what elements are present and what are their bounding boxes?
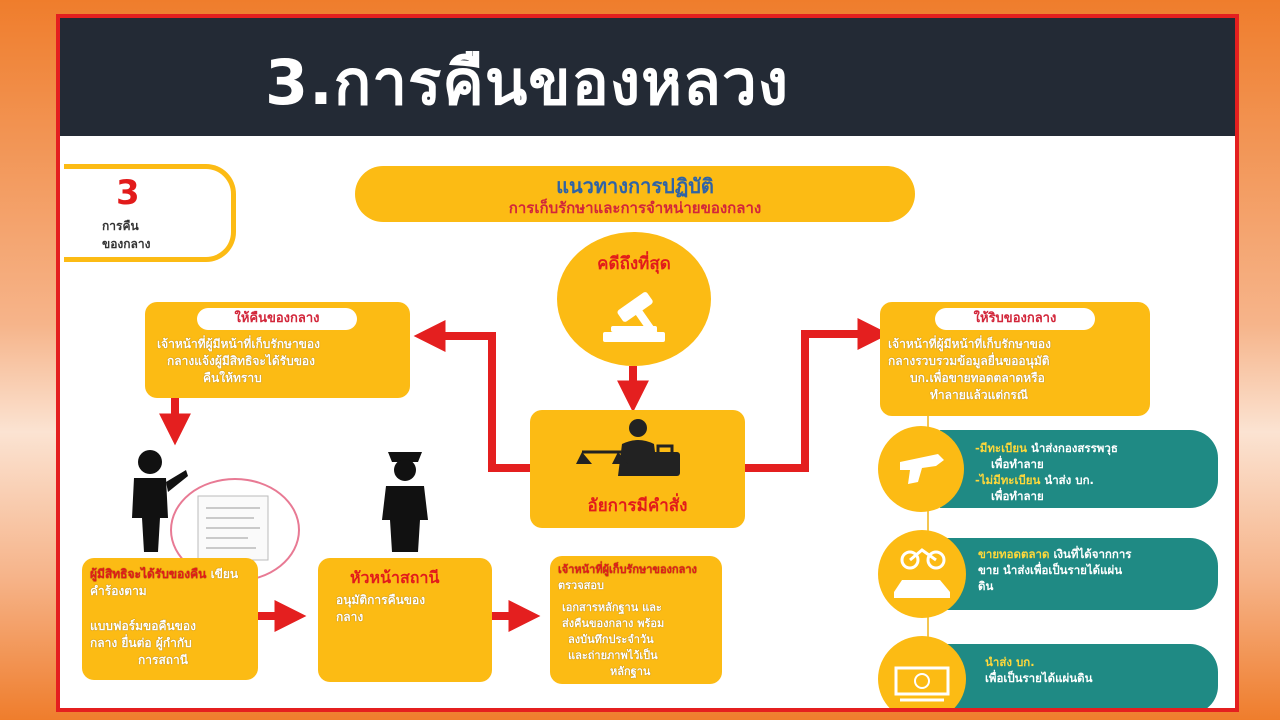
firearm-unregistered-text-2: เพื่อทำลาย xyxy=(991,489,1044,503)
claimant-line-4: การสถานี xyxy=(138,653,188,667)
claimant-box: ผู้มีสิทธิจะได้รับของคืน เขียนคำร้องตาม … xyxy=(82,558,258,680)
officer-line-2: เอกสารหลักฐาน และ xyxy=(562,601,662,614)
auction-text-2: ขาย นำส่งเพื่อเป็นรายได้แผ่น xyxy=(978,563,1123,577)
seize-item-money-circle xyxy=(878,636,966,708)
police-officer-icon xyxy=(382,452,428,552)
claimant-line-3: กลาง ยื่นต่อ ผู้กำกับ xyxy=(90,636,192,650)
officer-red-text: เจ้าหน้าที่ผู้เก็บรักษาของกลาง xyxy=(558,563,697,576)
return-line-1: เจ้าหน้าที่ผู้มีหน้าที่เก็บรักษาของ xyxy=(157,337,320,351)
gavel-icon xyxy=(603,292,665,342)
seize-item-auction-circle xyxy=(878,530,966,618)
officer-line-6: หลักฐาน xyxy=(610,665,651,678)
prosecutor-node: อัยการมีคำสั่ง xyxy=(530,410,745,528)
arrow-to-return xyxy=(413,320,530,472)
final-case-label: คดีถึงที่สุด xyxy=(597,254,671,274)
guideline-title: แนวทางการปฏิบัติ xyxy=(556,174,714,198)
firearm-registered-text: นำส่งกองสรรพวุธ xyxy=(1030,441,1118,455)
claimant-red-text: ผู้มีสิทธิจะได้รับของคืน xyxy=(90,567,207,581)
seize-line-2: กลางรวบรวมข้อมูลยื่นขออนุมัติ xyxy=(888,354,1050,368)
seize-item-firearm-text: -มีทะเบียน นำส่งกองสรรพวุธ เพื่อทำลาย -ไ… xyxy=(975,440,1215,504)
prosecutor-label: อัยการมีคำสั่ง xyxy=(587,496,688,516)
officer-line-5: และถ่ายภาพไว้เป็น xyxy=(568,649,658,662)
money-text: เพื่อเป็นรายได้แผ่นดิน xyxy=(985,671,1093,685)
final-case-node: คดีถึงที่สุด xyxy=(557,232,711,366)
money-icon xyxy=(894,666,950,702)
seize-evidence-box: ให้ริบของกลาง เจ้าหน้าที่ผู้มีหน้าที่เก็… xyxy=(880,302,1150,416)
return-evidence-box: ให้คืนของกลาง เจ้าหน้าที่ผู้มีหน้าที่เก็… xyxy=(145,302,410,398)
return-line-2: กลางแจ้งผู้มีสิทธิจะได้รับของ xyxy=(167,354,315,368)
return-line-3: คืนให้ทราบ xyxy=(203,371,262,385)
station-line-2: กลาง xyxy=(336,610,364,624)
officer-line-4: ลงบันทึกประจำวัน xyxy=(568,633,654,646)
guideline-subtitle: การเก็บรักษาและการจำหน่ายของกลาง xyxy=(508,199,762,217)
vehicle-icon xyxy=(894,548,950,598)
seize-item-money xyxy=(940,644,1218,708)
station-chief-box: หัวหน้าสถานี อนุมัติการคืนของ กลาง xyxy=(318,558,492,682)
slide-title: 3.การคืนของหลวง xyxy=(265,46,790,119)
officer-text: เจ้าหน้าที่ผู้เก็บรักษาของกลาง ตรวจสอบ xyxy=(558,562,716,594)
person-icon xyxy=(132,450,188,552)
step-label-1: การคืน xyxy=(102,219,139,233)
step-badge: 3 การคืน ของกลาง xyxy=(64,164,236,262)
seize-line-1: เจ้าหน้าที่ผู้มีหน้าที่เก็บรักษาของ xyxy=(888,337,1051,351)
seize-item-firearm-circle xyxy=(878,426,964,512)
claimant-line-2: แบบฟอร์มขอคืนของ xyxy=(90,619,196,633)
officer-line-3: ส่งคืนของกลาง พร้อม xyxy=(562,617,665,630)
auction-label: ขายทอดตลาด xyxy=(978,547,1050,561)
auction-text-1: เงินที่ได้จากการ xyxy=(1053,547,1132,561)
seize-evidence-heading: ให้ริบของกลาง xyxy=(935,308,1095,330)
custodian-officer-box: เจ้าหน้าที่ผู้เก็บรักษาของกลาง ตรวจสอบ เ… xyxy=(550,556,722,684)
firearm-registered-label: -มีทะเบียน xyxy=(975,441,1027,455)
slide-frame: 3.การคืนของหลวง 3 xyxy=(56,14,1239,712)
seize-item-firearm xyxy=(940,430,1218,508)
infographic: 3 การคืน ของกลาง แนวทางการปฏิบัติ การเก็… xyxy=(60,136,1235,708)
money-label: นำส่ง บก. xyxy=(985,655,1035,669)
firearm-unregistered-text: นำส่ง บก. xyxy=(1044,473,1094,487)
guideline-header: แนวทางการปฏิบัติ การเก็บรักษาและการจำหน่… xyxy=(355,166,915,222)
request-form-document xyxy=(170,478,300,582)
title-bar: 3.การคืนของหลวง xyxy=(60,18,1235,136)
document-icon xyxy=(197,495,269,561)
firearm-registered-text-2: เพื่อทำลาย xyxy=(991,457,1044,471)
seize-line-4: ทำลายแล้วแต่กรณี xyxy=(930,388,1028,402)
arrow-to-seize xyxy=(745,318,890,472)
step-number: 3 xyxy=(116,173,140,213)
scales-justice-icon xyxy=(576,419,680,476)
auction-text-3: ดิน xyxy=(978,579,994,593)
claimant-line-1: เขียนคำร้องตาม xyxy=(90,567,239,598)
step-label-2: ของกลาง xyxy=(102,237,151,251)
gun-icon xyxy=(900,454,944,484)
station-line-1: อนุมัติการคืนของ xyxy=(336,593,426,607)
station-chief-heading: หัวหน้าสถานี xyxy=(350,568,440,587)
seize-item-money-text: นำส่ง บก. เพื่อเป็นรายได้แผ่นดิน xyxy=(985,654,1215,686)
seize-item-auction-text: ขายทอดตลาด เงินที่ได้จากการ ขาย นำส่งเพื… xyxy=(978,546,1216,594)
seize-item-auction xyxy=(940,538,1218,610)
firearm-unregistered-label: -ไม่มีทะเบียน xyxy=(975,473,1041,487)
return-evidence-heading: ให้คืนของกลาง xyxy=(197,308,357,330)
claimant-text: ผู้มีสิทธิจะได้รับของคืน เขียนคำร้องตาม xyxy=(90,566,254,600)
officer-line-1: ตรวจสอบ xyxy=(558,579,604,592)
seize-line-3: บก.เพื่อขายทอดตลาดหรือ xyxy=(910,371,1045,385)
